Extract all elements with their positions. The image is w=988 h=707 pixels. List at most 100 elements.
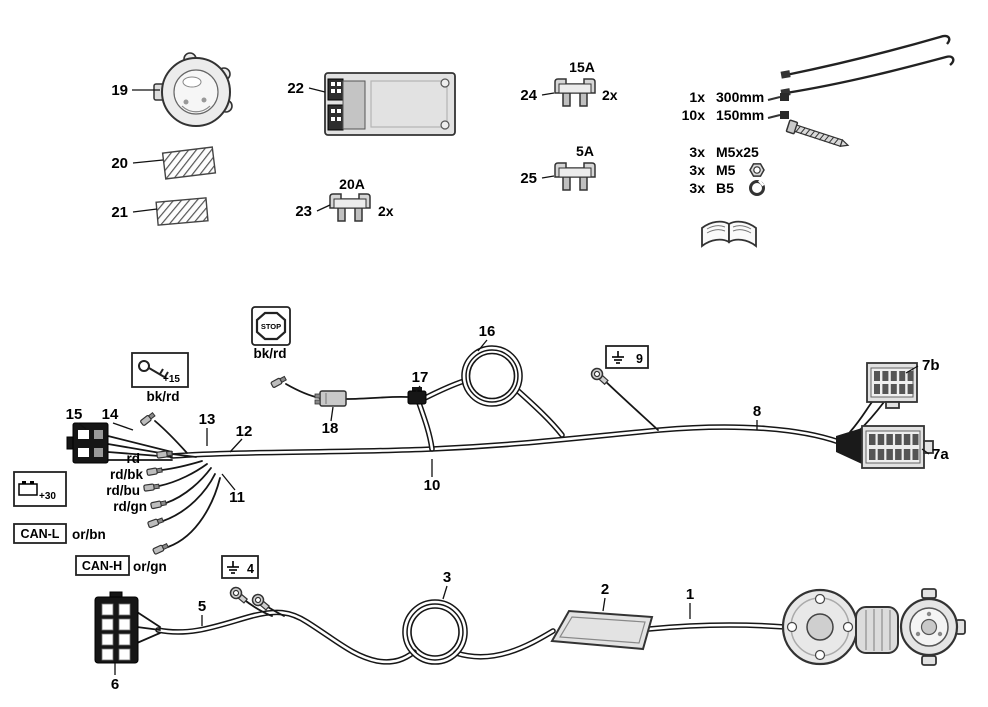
tie-long-size: 300mm <box>716 89 764 105</box>
wire-can-l <box>162 473 216 522</box>
fan6-3 <box>136 632 161 644</box>
connector-6 <box>94 591 139 664</box>
wire-label-rd: rd <box>127 451 141 466</box>
stop-wire-terminal <box>270 374 288 389</box>
callout-15: 15 <box>66 406 83 423</box>
part-cable-ties <box>767 34 955 119</box>
washer-size: B5 <box>716 180 734 196</box>
wire-18-17 <box>345 395 408 400</box>
tie-short-size: 150mm <box>716 107 764 123</box>
key-icon <box>138 360 150 372</box>
nut-size: M5 <box>716 162 736 178</box>
part-fuse-24 <box>554 78 596 107</box>
callout-14: 14 <box>102 406 119 423</box>
tie-long-qty: 1x <box>689 89 705 105</box>
ignition-wire-color: bk/rd <box>146 389 179 404</box>
stop-wire-color: bk/rd <box>253 346 286 361</box>
grommet-plate <box>781 588 859 666</box>
fan15-1 <box>107 435 173 453</box>
callout-23: 23 <box>295 203 312 220</box>
battery-plus30-legend: +30 <box>13 471 67 507</box>
fan6-1 <box>136 611 161 628</box>
plus15-label: +15 <box>163 374 180 385</box>
coil-16-inner-turn <box>468 352 516 400</box>
manual-icon <box>701 220 757 248</box>
rubber-boot <box>855 606 899 654</box>
fuse24-qty: 2x <box>602 87 618 103</box>
wire-rd <box>171 453 197 458</box>
callout-1: 1 <box>686 586 694 603</box>
terminal-can-l <box>146 516 165 529</box>
terminal-rd-gn <box>149 499 168 510</box>
wire-can-h <box>167 477 221 548</box>
connector-2 <box>550 609 654 651</box>
can-l-label: CAN-L <box>21 527 60 541</box>
part-module-22 <box>324 72 456 136</box>
wire-rd-gn <box>165 467 212 504</box>
part-fuse-25 <box>554 162 596 191</box>
part-fuse-23 <box>329 193 371 222</box>
callout-13: 13 <box>199 411 216 428</box>
callout-9: 9 <box>636 352 643 366</box>
ignition-plus15-legend: +15 <box>131 352 189 388</box>
connector-18 <box>314 390 347 407</box>
leader-lines <box>77 87 930 675</box>
fuse25-rating: 5A <box>576 143 594 159</box>
callout-11: 11 <box>229 489 245 506</box>
part-patch-21 <box>155 197 209 226</box>
callout-24: 24 <box>520 87 537 104</box>
callout-8: 8 <box>753 403 761 420</box>
terminal-rd-bu <box>143 482 160 492</box>
wire-label-or-bn: or/bn <box>72 527 106 542</box>
harness-fanout-7a <box>836 428 862 464</box>
part-patch-20 <box>161 146 217 180</box>
stop-sign: STOP <box>251 306 291 346</box>
callout-10: 10 <box>424 477 441 494</box>
battery-icon <box>18 481 38 496</box>
part-washer-b5 <box>749 179 765 196</box>
fuse24-rating: 15A <box>569 59 595 75</box>
callout-6: 6 <box>111 676 119 693</box>
callout-17: 17 <box>412 369 429 386</box>
wire-label-rd-bk: rd/bk <box>110 467 143 482</box>
part-nut-m5 <box>749 163 765 177</box>
wire-label-rd-bu: rd/bu <box>106 483 140 498</box>
wire-label-or-gn: or/gn <box>133 559 167 574</box>
can-h-label: CAN-H <box>82 559 122 573</box>
washer-qty: 3x <box>689 180 705 196</box>
wire-rd-bk <box>161 460 203 471</box>
callout-19: 19 <box>111 82 128 99</box>
fuse23-qty: 2x <box>378 203 394 219</box>
ground9-wire <box>603 379 659 431</box>
plus30-label: +30 <box>39 491 56 502</box>
nut-qty: 3x <box>689 162 705 178</box>
screw-qty: 3x <box>689 144 705 160</box>
connector-7a <box>861 425 934 469</box>
callout-7b: 7b <box>922 357 940 374</box>
connector-7b <box>866 362 918 409</box>
part-socket-19 <box>153 52 233 127</box>
harness-lower <box>136 597 785 665</box>
callout-22: 22 <box>287 80 304 97</box>
callout-3: 3 <box>443 569 451 586</box>
fuse23-rating: 20A <box>339 176 365 192</box>
terminal-rd-bk <box>146 466 164 477</box>
fan6-2 <box>136 626 161 631</box>
screw-size: M5x25 <box>716 144 759 160</box>
wire-to-7b-a <box>849 401 873 433</box>
coil-3-inner-turn <box>410 607 460 657</box>
can-l-tag: CAN-L <box>13 523 67 544</box>
callout-7a: 7a <box>932 446 949 463</box>
callout-12: 12 <box>236 423 253 440</box>
connector-15 <box>66 422 109 464</box>
callout-25: 25 <box>520 170 537 187</box>
callout-5: 5 <box>198 598 206 615</box>
ground-point-9: 9 <box>588 345 649 388</box>
callout-18: 18 <box>322 420 339 437</box>
stop-sign-text: STOP <box>261 322 281 331</box>
ground-point-4: 4 <box>221 555 272 613</box>
callout-20: 20 <box>111 155 128 172</box>
terminal-14-bkrd <box>139 411 157 427</box>
